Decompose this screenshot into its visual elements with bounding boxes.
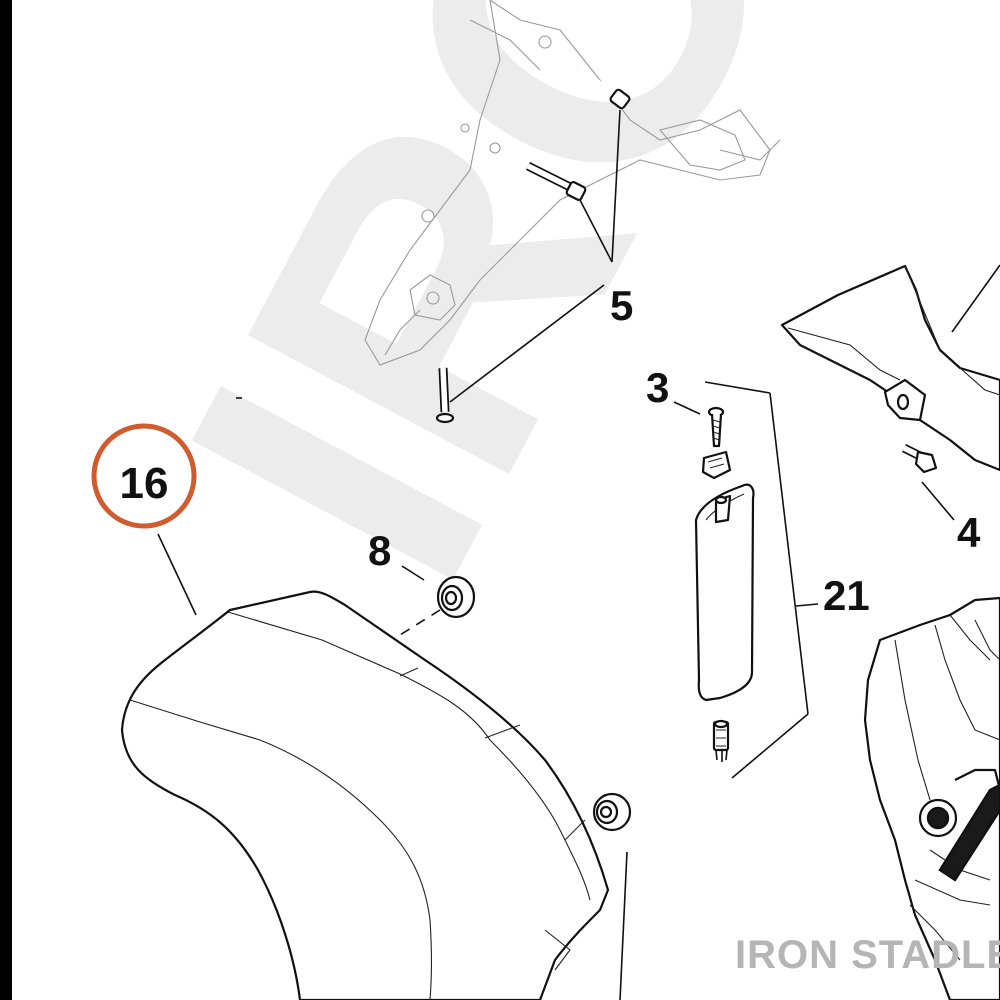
leader-21-label <box>795 603 819 607</box>
mount-bracket-right <box>780 264 1000 472</box>
grommet-alignment-line <box>399 609 441 636</box>
bolt-upper <box>575 63 631 110</box>
leader-5-b <box>579 199 613 263</box>
cover-panel-21 <box>694 483 755 702</box>
bolt-middle <box>525 161 587 201</box>
leader-3 <box>673 401 701 415</box>
callout-16: 16 <box>120 459 169 508</box>
callout-8: 8 <box>368 527 391 574</box>
leader-5-c <box>449 284 605 403</box>
corner-watermark: IRON STADLE <box>735 933 1000 977</box>
background-bracket-faint <box>364 0 781 366</box>
grommet-8-lower <box>592 792 632 832</box>
leader-16 <box>157 533 197 616</box>
left-frame-edge <box>0 0 12 1000</box>
well-nut <box>701 450 732 480</box>
bolt-4 <box>901 443 938 474</box>
bolt-vertical <box>435 367 455 424</box>
leader-21-bottom <box>731 713 809 779</box>
leader-5-a <box>611 109 621 263</box>
highlight-circle-16 <box>91 423 197 529</box>
grommet-8-upper <box>436 575 476 619</box>
side-assembly-right <box>863 596 1000 1000</box>
seat-cushion-16 <box>120 590 610 1000</box>
leader-8 <box>401 565 425 581</box>
callout-21: 21 <box>823 572 870 619</box>
callout-3: 3 <box>646 364 669 411</box>
pin-21 <box>712 719 730 762</box>
leader-4 <box>921 481 955 521</box>
screw-3 <box>707 406 725 448</box>
callout-4: 4 <box>957 509 981 556</box>
leader-21-top <box>704 381 771 394</box>
leader-21-bracket <box>769 392 809 715</box>
leader-lower-grommet <box>619 851 628 1000</box>
callout-5: 5 <box>610 282 633 329</box>
